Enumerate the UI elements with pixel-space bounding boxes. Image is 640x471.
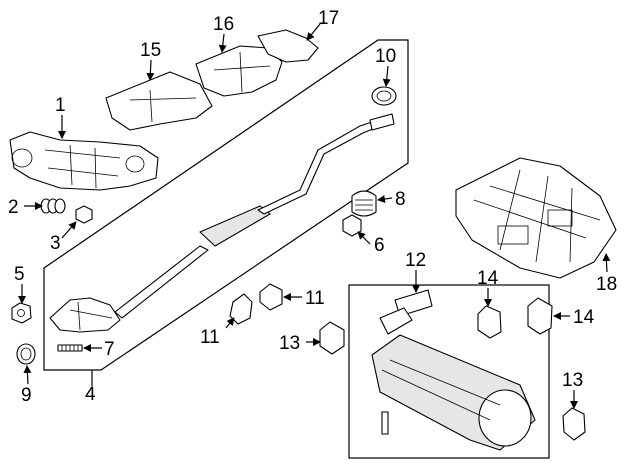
pipe-assembly-box [43, 39, 409, 371]
heat-shield-17 [257, 29, 319, 63]
exhaust-pipe-4 [49, 113, 395, 333]
callout-18: 18 [596, 274, 617, 295]
callout-11-upper: 11 [305, 288, 325, 309]
callout-16: 16 [213, 14, 234, 35]
heat-shield-15 [105, 71, 213, 131]
callout-8: 8 [395, 189, 406, 210]
heat-shield-16 [195, 45, 283, 97]
callout-13-left: 13 [279, 333, 300, 354]
callout-15: 15 [140, 40, 161, 61]
hanger-11-lower [229, 293, 253, 325]
callout-11-lower: 11 [200, 327, 220, 348]
callout-9: 9 [21, 385, 32, 406]
nut-3 [75, 205, 93, 224]
gasket-10 [371, 86, 397, 106]
callout-13-right: 13 [562, 370, 583, 391]
callout-7: 7 [104, 339, 115, 360]
callout-12: 12 [405, 250, 426, 271]
spring-gasket [40, 198, 66, 214]
callout-3: 3 [50, 233, 61, 254]
hanger-11-upper [259, 283, 283, 311]
washer-5 [11, 302, 32, 324]
hanger-13-right [562, 407, 586, 441]
callout-4: 4 [85, 384, 96, 405]
muffler-12 [371, 289, 536, 451]
muffler-box [348, 284, 550, 459]
leader-lines [18, 23, 611, 409]
hanger-8 [351, 190, 377, 217]
hanger-13-left [319, 321, 345, 355]
manifold-heat-shield [9, 131, 159, 191]
stud-bolt-7 [57, 344, 83, 352]
nut-6 [342, 214, 362, 237]
callout-14-left: 14 [477, 268, 499, 289]
callout-10: 10 [375, 46, 396, 67]
hanger-14-right [527, 297, 553, 335]
callout-17: 17 [318, 8, 339, 29]
callout-2: 2 [8, 197, 19, 218]
callout-5: 5 [14, 264, 25, 285]
floor-heat-shield-18 [455, 157, 617, 279]
hanger-14-left [477, 305, 502, 339]
callout-14-right: 14 [573, 307, 595, 328]
gasket-9 [16, 343, 36, 365]
callout-6: 6 [374, 235, 385, 256]
callout-1: 1 [55, 95, 66, 116]
